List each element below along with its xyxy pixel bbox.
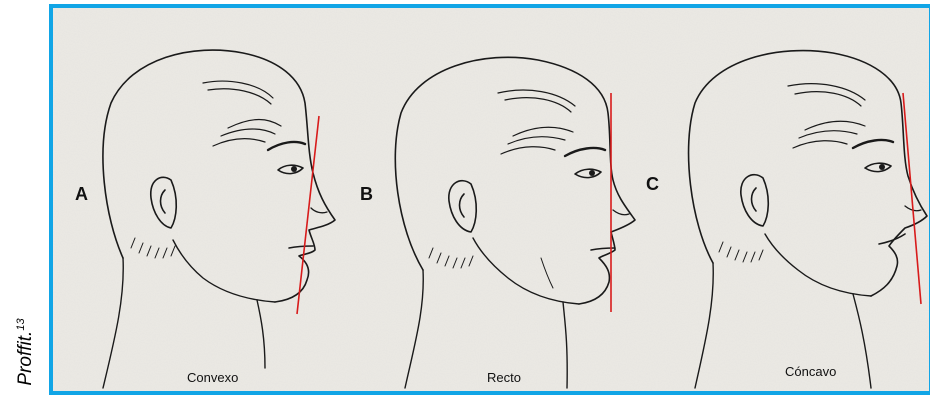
- profile-illustrations: [53, 8, 929, 391]
- caption-straight: Recto: [487, 370, 521, 385]
- citation-author: Proffit.: [15, 331, 36, 386]
- caption-convex: Convexo: [187, 370, 238, 385]
- citation-reference-number: 13: [15, 318, 27, 330]
- caption-concave: Cóncavo: [785, 364, 836, 379]
- figure-citation: Proffit.13: [6, 0, 46, 393]
- panel-letter-c: C: [646, 174, 659, 195]
- panel-letter-a: A: [75, 184, 88, 205]
- profile-figure: A B C Convexo Recto Cóncavo: [49, 4, 930, 395]
- citation-text: Proffit.13: [15, 318, 37, 385]
- panel-letter-b: B: [360, 184, 373, 205]
